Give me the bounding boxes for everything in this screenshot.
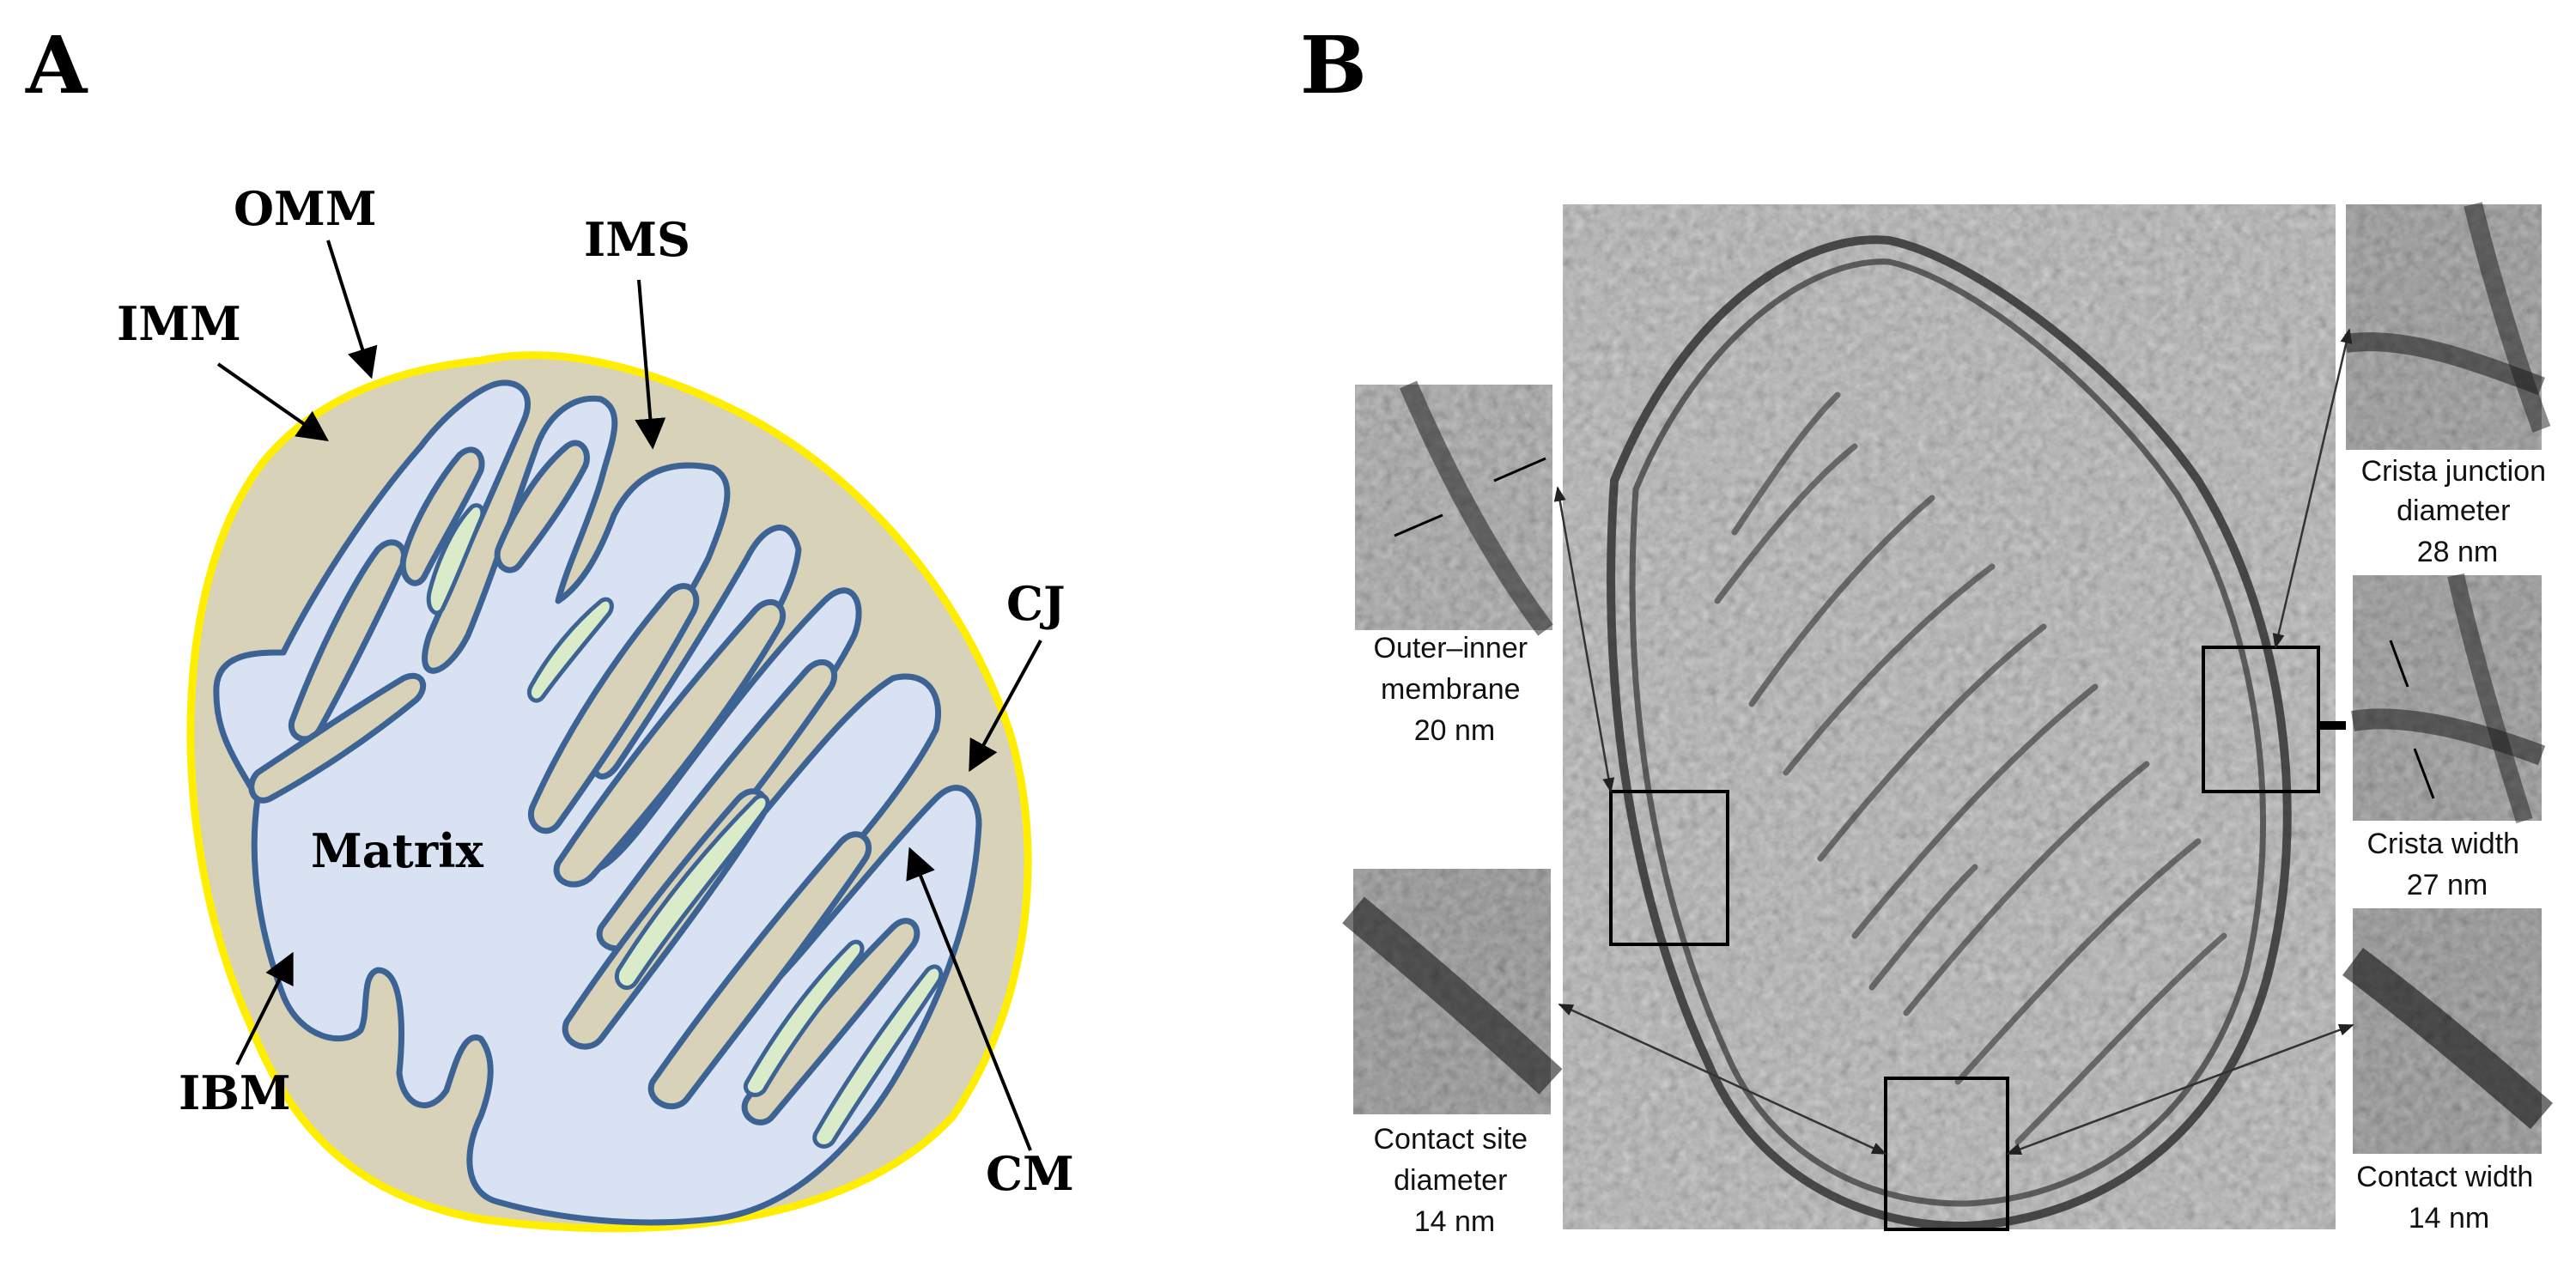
panel-a-letter: A bbox=[25, 19, 88, 112]
arrow-omm bbox=[326, 240, 378, 379]
em-crista bbox=[1748, 494, 1935, 707]
em-crista bbox=[1903, 761, 2150, 1016]
arrow-imm bbox=[216, 362, 329, 442]
connector-contact-site bbox=[1558, 1003, 1887, 1156]
connector-crista-junction bbox=[2272, 328, 2353, 649]
connector-outer-inner bbox=[1553, 486, 1615, 793]
inset-contact-site bbox=[1342, 869, 1563, 1114]
label-cm: CM bbox=[986, 1146, 1074, 1201]
crista-lumens bbox=[426, 503, 944, 1149]
em-crista bbox=[1714, 443, 1858, 604]
callout-arrows bbox=[216, 240, 1042, 1151]
caption-contact-site: Contact site diameter 14 nm bbox=[1374, 1123, 1536, 1238]
em-crista bbox=[1817, 623, 2047, 862]
arrow-cj bbox=[969, 640, 1042, 773]
inset-crista-width bbox=[2351, 573, 2546, 823]
arrow-ibm bbox=[235, 951, 294, 1065]
label-imm: IMM bbox=[117, 296, 241, 351]
inset-outer-inner bbox=[1355, 380, 1553, 636]
roi-tick bbox=[2320, 721, 2346, 730]
label-cj: CJ bbox=[1006, 576, 1066, 631]
crista bbox=[647, 831, 872, 1110]
em-crista bbox=[1851, 683, 2099, 939]
connector-contact-width bbox=[2006, 1023, 2354, 1156]
crista bbox=[527, 583, 700, 834]
label-ibm: IBM bbox=[179, 1065, 291, 1120]
crista-lumen bbox=[527, 597, 614, 703]
roi-outer-inner bbox=[1609, 790, 1729, 946]
crista-lumen bbox=[812, 964, 944, 1149]
caption-outer-inner: Outer–inner membrane 20 nm bbox=[1374, 632, 1536, 747]
label-omm: OMM bbox=[234, 181, 377, 236]
caption-crista-junction: Crista junction diameter 28 nm bbox=[2361, 455, 2555, 568]
panel-a: A Matrix OMM IMM IM bbox=[25, 19, 1074, 1233]
inset-crista-junction bbox=[2344, 202, 2551, 450]
caption-crista-width: Crista width 27 nm bbox=[2366, 828, 2527, 901]
cristae bbox=[248, 440, 920, 1125]
crista bbox=[399, 446, 485, 586]
em-crista bbox=[1731, 391, 1841, 536]
caption-contact-width: Contact width 14 nm bbox=[2356, 1161, 2541, 1235]
crista bbox=[553, 598, 787, 888]
crista-lumen bbox=[614, 793, 770, 990]
crista bbox=[248, 672, 427, 804]
em-crista bbox=[1954, 838, 2202, 1085]
crista bbox=[494, 440, 590, 573]
arrow-cm bbox=[906, 846, 1032, 1151]
inset-contact-width bbox=[2342, 908, 2554, 1154]
roi-crista-junction bbox=[2202, 646, 2320, 793]
label-ims: IMS bbox=[584, 212, 690, 267]
crista-lumen bbox=[743, 939, 865, 1097]
inset-connectors bbox=[1553, 328, 2354, 1156]
panel-b: B bbox=[1300, 19, 2554, 1238]
panel-b-letter: B bbox=[1300, 19, 1367, 112]
label-matrix: Matrix bbox=[311, 823, 484, 878]
em-crista bbox=[1783, 563, 1996, 776]
arrow-ims bbox=[635, 279, 666, 450]
em-crista bbox=[1868, 864, 1978, 991]
crista-lumen bbox=[426, 503, 485, 616]
